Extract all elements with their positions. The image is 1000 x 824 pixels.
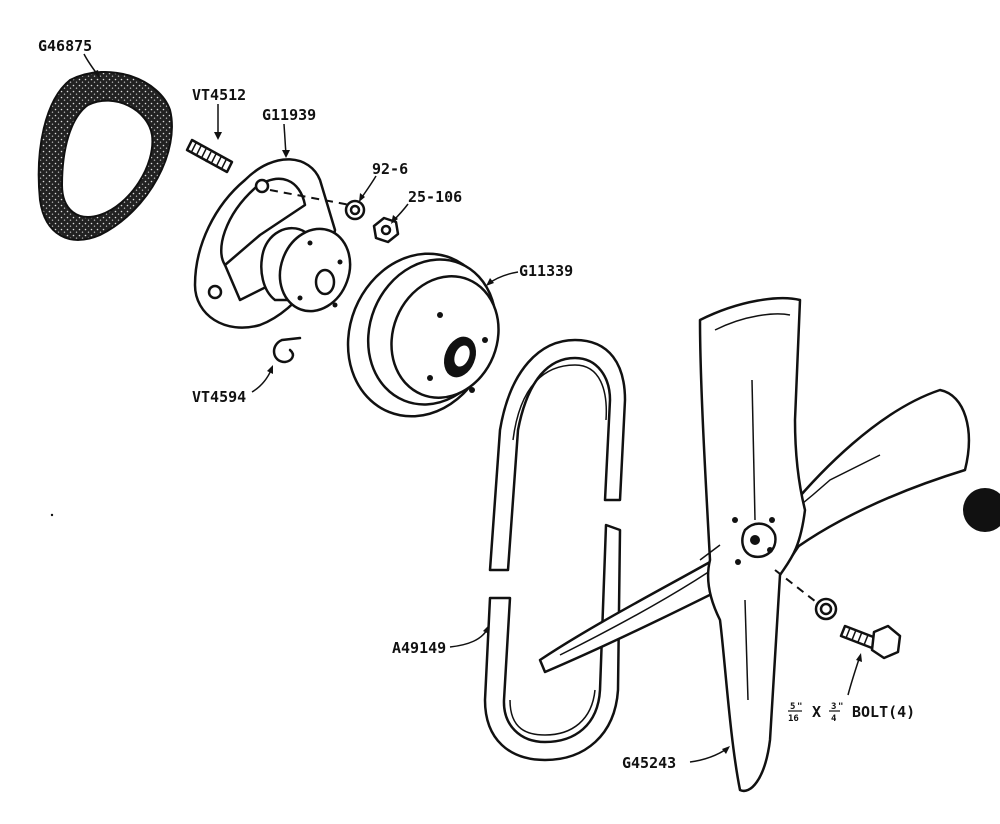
inch-mark-2: " bbox=[838, 702, 843, 712]
label-nut: 25-106 bbox=[408, 188, 462, 206]
fan-lock-washer bbox=[814, 597, 838, 621]
nut bbox=[372, 216, 400, 244]
inch-mark-1: " bbox=[797, 702, 802, 712]
label-stud: VT4512 bbox=[192, 86, 246, 104]
gasket bbox=[37, 71, 173, 241]
stud bbox=[185, 138, 234, 174]
bolt bbox=[839, 624, 902, 660]
clip bbox=[272, 336, 302, 364]
label-gasket: G46875 bbox=[38, 37, 92, 55]
bolt-num1: 5 bbox=[790, 702, 795, 712]
bolt-den2: 4 bbox=[831, 714, 837, 724]
leader-lines bbox=[83, 53, 862, 763]
speck bbox=[50, 513, 54, 517]
v-belt bbox=[483, 338, 627, 762]
label-fan: G45243 bbox=[622, 754, 676, 772]
label-lock-washer: 92-6 bbox=[372, 160, 408, 178]
lock-washer bbox=[344, 199, 366, 221]
bolt-den1: 16 bbox=[788, 714, 799, 724]
bolt-num2: 3 bbox=[831, 702, 836, 712]
label-hub: G11939 bbox=[262, 106, 316, 124]
binding-hole bbox=[963, 488, 1000, 532]
label-bolt-spec: 5 " 16 X 3 " 4 BOLT(4) bbox=[788, 702, 915, 724]
label-pulley: G11339 bbox=[519, 262, 573, 280]
label-clip: VT4594 bbox=[192, 388, 246, 406]
bolt-text: BOLT(4) bbox=[852, 703, 915, 721]
fan bbox=[538, 296, 971, 793]
bolt-x: X bbox=[812, 703, 821, 721]
pulley bbox=[346, 252, 500, 418]
label-belt: A49149 bbox=[392, 639, 446, 657]
hub bbox=[193, 158, 352, 329]
